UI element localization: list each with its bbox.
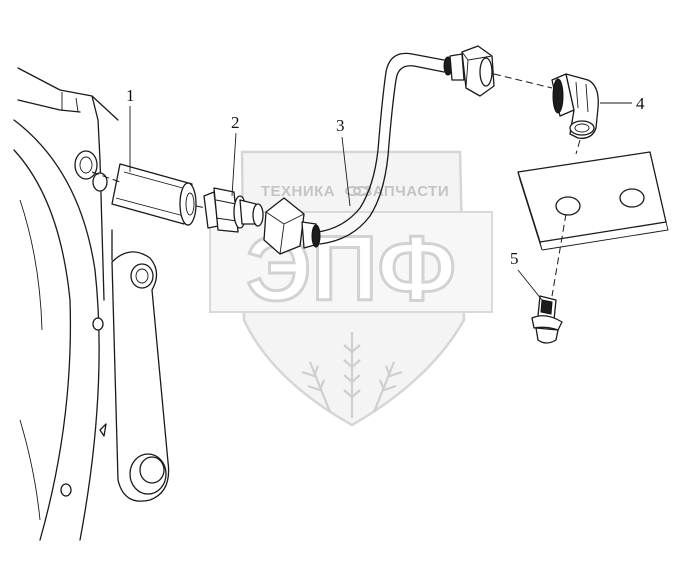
watermark-text-left: ТЕХНИКА	[261, 183, 335, 200]
callout-4-label: 4	[636, 94, 645, 113]
part-5-bolt	[531, 213, 567, 344]
callout-3-leader	[341, 136, 351, 207]
callouts: 1 2 3 4 5	[126, 86, 645, 301]
callout-2-leader	[231, 132, 237, 197]
part-2-adapter	[195, 187, 264, 233]
part-1-coupling	[91, 163, 197, 226]
callout-5-label: 5	[510, 249, 519, 268]
callout-3-label: 3	[336, 116, 345, 135]
watermark-text-right: ЗАПЧАСТИ	[363, 183, 449, 200]
engine-housing	[13, 67, 170, 541]
part-3-pipe	[263, 45, 553, 255]
callout-2-label: 2	[231, 113, 240, 132]
part-4-elbow	[551, 73, 599, 155]
callout-5-leader	[517, 269, 543, 301]
watermark-logo: ТЕХНИКА ЗАПЧАСТИ ЭПФ	[209, 150, 493, 427]
wheat-emblem	[301, 332, 403, 418]
watermark-logo-letters: ЭПФ	[246, 218, 456, 320]
callout-1-label: 1	[126, 86, 135, 105]
mounting-plate	[517, 151, 669, 251]
